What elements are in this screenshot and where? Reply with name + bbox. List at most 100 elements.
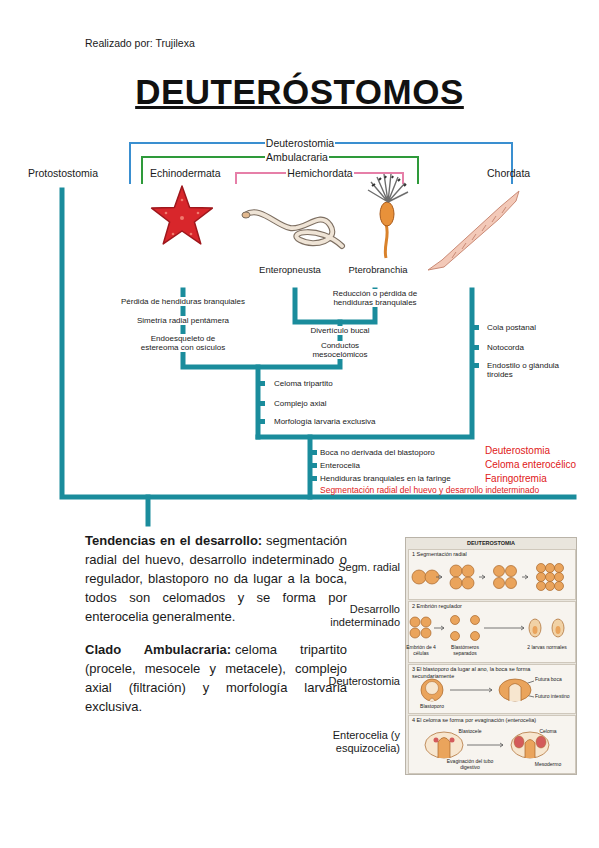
character-marker [258,419,265,424]
character-marker [472,363,479,368]
page-title: DEUTERÓSTOMOS [0,72,599,112]
embryo-cell [421,617,431,627]
embryo-cell [537,573,546,582]
embryo-cell [537,564,546,573]
starfish-illustration [152,186,213,244]
character-label: Morfología larvaria exclusiva [274,417,414,426]
character-label: Simetría radial pentámera [136,316,230,325]
arrow-symbol [467,743,503,747]
embryo-cell [462,577,474,589]
embryo-cell [555,564,564,573]
worm-illustration [245,212,342,246]
figure-subpanel: 1 Segmentación radial [408,549,576,600]
starfish-texture [172,233,175,236]
figure-label: Futuro intestino [535,694,575,700]
embryo-cell [462,565,474,577]
paragraph: Tendencias en el desarrollo:segmentación… [85,531,347,626]
figure-label: 2 larvas normales [527,645,567,651]
larva-gut [533,626,538,634]
arrow-symbol [522,575,528,579]
pterobranch-tentacles [368,174,408,202]
label-holder: Conductos mesocelómicos [304,341,376,359]
character-marker [258,381,265,386]
worm-proboscis [242,212,250,218]
coelom-pouch [536,736,546,748]
tree-root [146,497,151,524]
character-marker [472,345,479,350]
embryo-cell [546,582,555,591]
label-holder: Divertículo bucal [300,326,380,335]
character-label: Endoesqueleto de estereoma con osículos [140,334,227,352]
embryo-cell [451,632,460,641]
author-credit: Realizado por: Trujilexa [85,37,285,49]
starfish-texture [180,216,184,220]
figure-panel: DEUTEROSTOMIA1 Segmentación radial2 Embr… [405,537,577,775]
embryo-cell [421,628,431,638]
starfish-texture [197,212,200,215]
side-label: Desarrollo indeterminado [310,603,400,628]
character-label: Boca no derivada del blastoporo [320,448,480,457]
embryo-cell [450,565,462,577]
gastrula [499,679,531,701]
character-label: Celoma tripartito [274,379,394,388]
embryo [511,732,549,758]
arrow-symbol [484,626,524,630]
mesoderm-pouch [450,738,455,743]
clade-bracket [130,143,512,184]
clade-label: Ambulacraria [265,151,329,163]
embryo-cell [494,578,505,589]
taxon-label: Enteropneusta [250,265,330,276]
arrow-symbol [436,575,442,579]
worm-illustration [245,212,342,246]
label-holder: Pérdida de hendiduras branquiales [113,297,253,306]
character-label: Reducción o pérdida de hendiduras branqu… [332,289,419,307]
embryo-cell [451,616,460,625]
character-marker [472,325,479,330]
side-label: Enterocelia (y esquizocelia) [310,729,400,754]
character-marker [310,463,317,468]
taxon-label: Echinodermata [150,167,240,179]
figure-label: Embrión de 4 células [404,645,438,657]
leader-line [521,681,534,697]
lancelet-illustration [428,191,519,270]
clade-summary: Faringotremia [485,473,595,485]
taxon-label: Chordata [487,167,557,179]
character-label: Complejo axial [274,399,394,408]
lancelet-myomeres [452,207,506,258]
larva [529,619,541,637]
paragraph-heading: Clado Ambulacraria: [85,642,231,657]
tree-branch [258,290,472,437]
embryo-cell [471,616,480,625]
starfish-texture [190,233,193,236]
label-holder: Ambulacraria [261,151,333,163]
taxon-label: Pterobranchia [338,265,418,276]
clade-summary: Celoma enterocélico [485,459,595,471]
embryo-cell [506,566,517,577]
outgroup-label: Protostostomia [28,167,128,179]
embryo-cell [555,573,564,582]
embryo-cell [555,582,564,591]
label-holder: Reducción o pérdida de hendiduras branqu… [320,289,430,307]
embryo-cell [410,617,420,627]
starfish-texture [181,199,184,202]
paragraph-heading: Tendencias en el desarrollo: [85,533,262,548]
label-holder: Simetría radial pentámera [113,316,253,325]
figure-label: Blastómeros separados [447,645,483,657]
embryo [425,732,463,758]
larva [552,619,564,637]
character-marker [310,476,317,481]
archenteron [509,684,521,702]
embryo-cell [450,577,462,589]
archenteron [525,740,535,759]
label-holder: Endoesqueleto de estereoma con osículos [135,334,231,352]
pterobranch-body [380,202,394,226]
blastocoel [426,682,439,695]
embryo-cell [506,578,517,589]
character-label: Endostilo o glándula tiroides [487,361,575,379]
character-label: Divertículo bucal [309,326,370,335]
character-marker [310,450,317,455]
arrow-symbol [479,575,485,579]
panel-caption: 4 El celoma se forma por evaginación (en… [412,717,572,724]
coelom-pouch [514,736,524,748]
